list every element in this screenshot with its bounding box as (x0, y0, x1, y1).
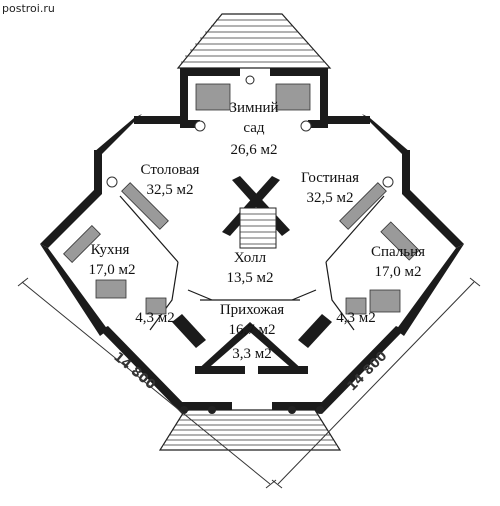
area-bath-left: 4,3 м2 (135, 310, 175, 326)
label-winter-garden-2: сад (243, 120, 264, 136)
area-living: 32,5 м2 (307, 190, 354, 206)
label-dining: Столовая (141, 162, 200, 178)
furniture (63, 83, 420, 315)
area-winter-garden: 26,6 м2 (231, 142, 278, 158)
area-bath-right: 4,3 м2 (336, 310, 376, 326)
area-kitchen: 17,0 м2 (89, 262, 136, 278)
room-labels: Зимний сад 26,6 м2 Столовая 32,5 м2 Гост… (89, 100, 426, 362)
label-winter-garden-1: Зимний (229, 100, 278, 116)
watermark: postroi.ru (2, 2, 55, 15)
outer-walls (40, 68, 464, 414)
area-bedroom: 17,0 м2 (375, 264, 422, 280)
label-entry: Прихожая (220, 302, 284, 318)
interior-walls (119, 195, 385, 348)
bottom-porch-steps (158, 409, 342, 451)
label-kitchen: Кухня (91, 242, 130, 258)
columns (180, 75, 324, 414)
area-entry: 16,7 м2 (229, 322, 276, 338)
label-hall: Холл (234, 250, 267, 266)
label-living: Гостиная (301, 170, 359, 186)
area-hall: 13,5 м2 (227, 270, 274, 286)
top-porch-steps (176, 13, 332, 69)
area-dining: 32,5 м2 (147, 182, 194, 198)
label-bedroom: Спальня (371, 244, 425, 260)
central-staircase (222, 176, 290, 249)
area-vestibule: 3,3 м2 (232, 346, 272, 362)
